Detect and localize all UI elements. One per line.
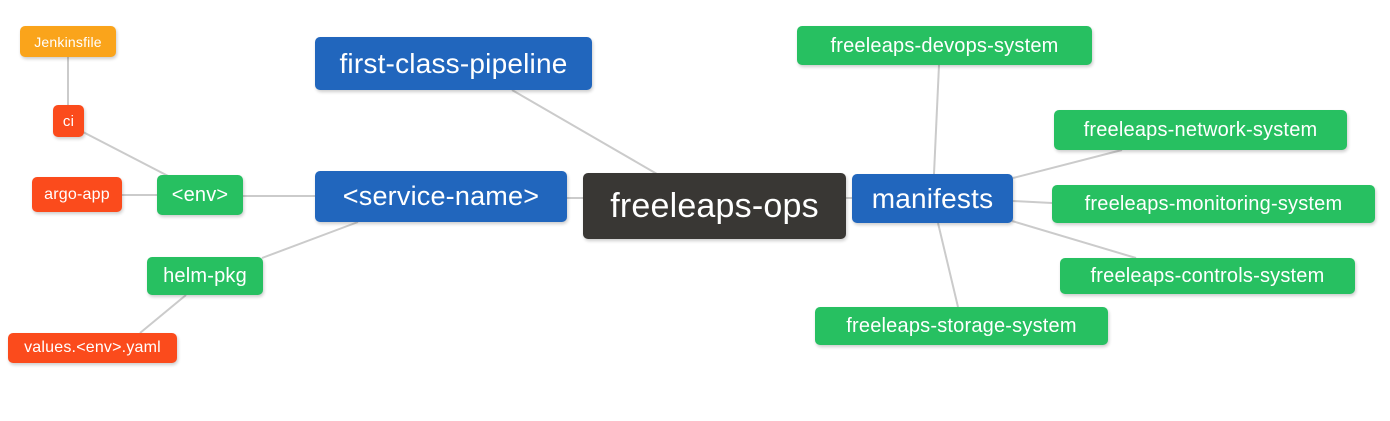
edge-helm-pkg-service-name [261,221,359,259]
node-freeleaps-controls-system[interactable]: freeleaps-controls-system [1060,258,1355,294]
node-manifests[interactable]: manifests [852,174,1013,223]
node-values-env-yaml[interactable]: values.<env>.yaml [8,333,177,363]
edge-manifests-storage-system [937,222,959,308]
node-freeleaps-devops-system[interactable]: freeleaps-devops-system [797,26,1092,65]
edge-ci-env [82,131,173,179]
edge-values-helm-pkg [139,294,187,334]
node-first-class-pipeline[interactable]: first-class-pipeline [315,37,592,90]
node-jenkinsfile[interactable]: Jenkinsfile [20,26,116,57]
node-freeleaps-storage-system[interactable]: freeleaps-storage-system [815,307,1108,345]
node-argo-app[interactable]: argo-app [32,177,122,212]
node-freeleaps-network-system[interactable]: freeleaps-network-system [1054,110,1347,150]
node-freeleaps-monitoring-system[interactable]: freeleaps-monitoring-system [1052,185,1375,223]
edge-manifests-monitoring-system [1012,200,1053,204]
node-helm-pkg[interactable]: helm-pkg [147,257,263,295]
node-ci[interactable]: ci [53,105,84,137]
node-service-name[interactable]: <service-name> [315,171,567,222]
edge-pipeline-freeleaps-ops [511,89,658,175]
edge-manifests-network-system [1012,149,1123,179]
node-env[interactable]: <env> [157,175,243,215]
edge-manifests-controls-system [1011,220,1137,259]
edge-manifests-devops-system [933,64,940,175]
node-freeleaps-ops[interactable]: freeleaps-ops [583,173,846,239]
